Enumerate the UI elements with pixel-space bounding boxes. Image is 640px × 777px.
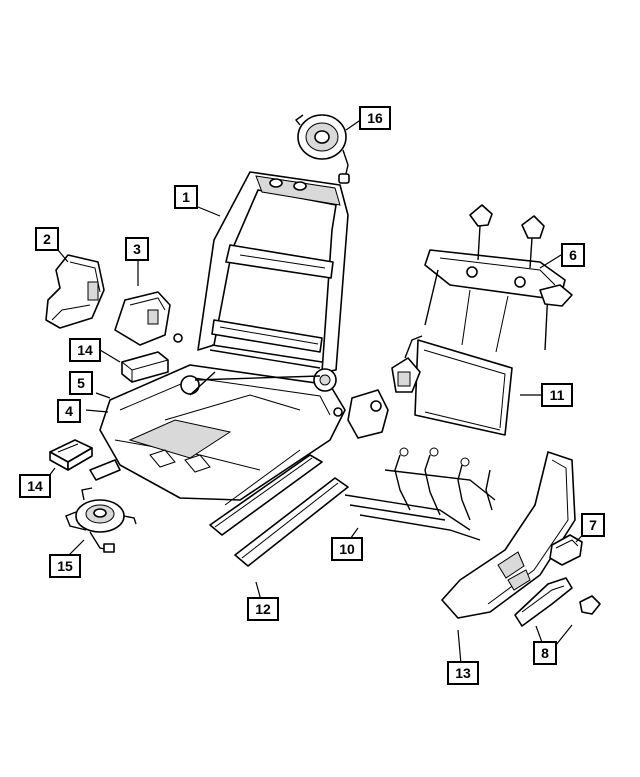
callout-7: 7 xyxy=(581,513,605,537)
recline-switch-part-8 xyxy=(514,577,601,627)
callout-7-label: 7 xyxy=(589,517,597,533)
callout-3: 3 xyxy=(125,237,149,261)
headrest-guide-bracket-part-6 xyxy=(424,204,573,353)
callout-14-upper-label: 14 xyxy=(77,342,93,358)
callout-13-label: 13 xyxy=(455,665,471,681)
callout-4-label: 4 xyxy=(65,403,73,419)
callout-2-label: 2 xyxy=(43,231,51,247)
callout-15: 15 xyxy=(49,554,81,578)
seat-back-frame-part-1 xyxy=(197,171,349,373)
callout-10-label: 10 xyxy=(339,541,355,557)
callout-14-upper: 14 xyxy=(69,338,101,362)
callout-10: 10 xyxy=(331,537,363,561)
callout-1: 1 xyxy=(174,185,198,209)
knob-bezel-part-7 xyxy=(549,534,583,566)
callout-1-label: 1 xyxy=(182,189,190,205)
callout-3-label: 3 xyxy=(133,241,141,257)
outer-trim-panel-part-13 xyxy=(441,451,576,619)
callout-2: 2 xyxy=(35,227,59,251)
side-bracket xyxy=(333,389,389,439)
callout-11-label: 11 xyxy=(550,387,565,403)
callout-15-label: 15 xyxy=(57,558,73,574)
switch-bezel-part-14-upper xyxy=(121,351,169,383)
seat-cushion-frame xyxy=(99,364,346,501)
callout-6-label: 6 xyxy=(569,247,577,263)
callout-16: 16 xyxy=(359,106,391,130)
motor-assembly-part-15 xyxy=(65,487,137,553)
callout-13: 13 xyxy=(447,661,479,685)
callout-5: 5 xyxy=(69,371,93,395)
callout-14-lower-label: 14 xyxy=(27,478,43,494)
recliner-motor-part-16 xyxy=(294,114,350,184)
seat-track-part-12 xyxy=(89,449,349,567)
callout-5-label: 5 xyxy=(77,375,85,391)
callout-11: 11 xyxy=(541,383,573,407)
callout-16-label: 16 xyxy=(367,110,383,126)
side-shield-part-2 xyxy=(45,254,105,329)
leader-lines xyxy=(41,118,591,665)
callout-12: 12 xyxy=(247,597,279,621)
callout-8-label: 8 xyxy=(541,645,549,661)
control-module-part-11 xyxy=(391,335,513,436)
bracket-cover-part-3 xyxy=(114,291,183,346)
switch-part-14-lower xyxy=(49,439,93,471)
callout-14-lower: 14 xyxy=(19,474,51,498)
callout-6: 6 xyxy=(561,243,585,267)
callout-8: 8 xyxy=(533,641,557,665)
callout-12-label: 12 xyxy=(255,601,271,617)
wire-suspension-part-10 xyxy=(344,447,496,541)
callout-4: 4 xyxy=(57,399,81,423)
